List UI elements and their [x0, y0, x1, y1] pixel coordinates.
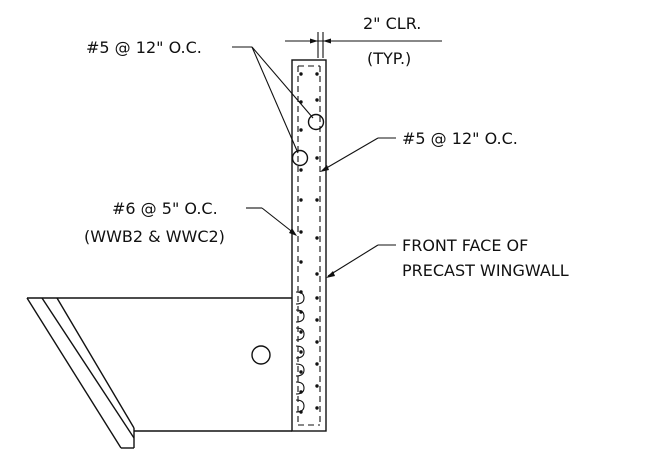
vertical-bars-label: #6 @ 5" O.C.: [112, 199, 218, 218]
footing-hole: [251, 345, 271, 365]
vertical-bars-sublabel: (WWB2 & WWC2): [84, 227, 225, 246]
front-face-label-line1: FRONT FACE OF: [402, 236, 529, 255]
front-face-label-line2: PRECAST WINGWALL: [402, 261, 569, 280]
face-bars-label: #5 @ 12" O.C.: [402, 129, 518, 148]
leader-horizontal-bars: [232, 46, 325, 167]
leader-vertical-bars: [246, 207, 297, 236]
horizontal-bars-label: #5 @ 12" O.C.: [86, 38, 202, 57]
hook-bars: [295, 291, 305, 413]
rebar-dots-left: [299, 72, 303, 414]
leader-front-face: [326, 244, 396, 278]
wingwall-panel: [291, 59, 327, 432]
clear-cover-dimension: [285, 32, 442, 58]
clear-cover-sublabel: (TYP.): [367, 49, 412, 68]
leader-face-bars: [320, 137, 396, 172]
rebar-dots-right: [315, 72, 319, 410]
footing: [26, 297, 292, 449]
clear-cover-label: 2" CLR.: [363, 14, 422, 33]
